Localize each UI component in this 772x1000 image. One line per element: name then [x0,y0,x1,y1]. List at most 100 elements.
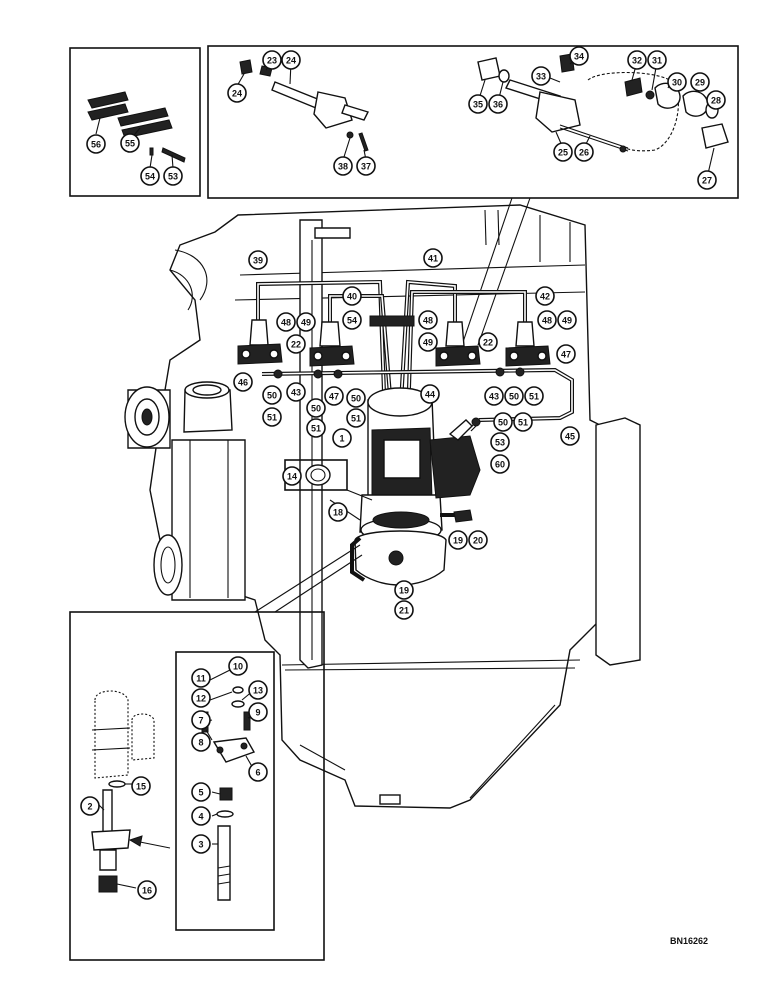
callout-circle [356,156,376,176]
injector-cyl-4 [505,321,551,367]
callout-number: 21 [399,606,409,616]
callout-number: 6 [255,768,260,778]
callout-circle [488,94,508,114]
callout-number: 53 [168,172,178,182]
callout-c51b: 51 [262,407,282,427]
callout-c25: 25 [553,142,573,162]
callout-circle [490,454,510,474]
callout-circle [342,310,362,330]
callout-number: 45 [565,432,575,442]
callout-number: 8 [198,738,203,748]
callout-number: 22 [291,340,301,350]
callout-number: 25 [558,148,568,158]
callout-circle [560,426,580,446]
callout-number: 42 [540,292,550,302]
callout-circle [140,166,160,186]
callout-number: 51 [351,414,361,424]
callout-c2: 2 [80,796,100,816]
injection-pump [329,387,481,586]
callout-number: 38 [338,162,348,172]
callout-number: 39 [253,256,263,266]
injector-cyl-3 [435,321,481,367]
callout-circle [556,344,576,364]
callout-number: 49 [301,318,311,328]
callout-number: 55 [125,139,135,149]
callout-circle [191,782,211,802]
callout-number: 48 [423,316,433,326]
callout-c11: 11 [191,668,211,688]
callout-circle [557,310,577,330]
injector-cyl-2 [309,321,355,367]
callout-circle [346,388,366,408]
callout-c23: 23 [262,50,282,70]
callout-circle [191,668,211,688]
callout-circle [537,310,557,330]
callout-circle [80,796,100,816]
callout-c26: 26 [574,142,594,162]
callout-number: 23 [267,56,277,66]
callout-number: 49 [562,316,572,326]
callout-circle [647,50,667,70]
callout-c53: 53 [163,166,183,186]
callout-number: 37 [361,162,371,172]
callout-circle [191,834,211,854]
callout-c43a: 43 [286,382,306,402]
callout-c7: 7 [191,710,211,730]
callout-c45: 45 [560,426,580,446]
callout-circle [697,170,717,190]
callout-number: 56 [91,140,101,150]
callout-number: 50 [509,392,519,402]
callout-circle [627,50,647,70]
callout-circle [394,580,414,600]
callout-number: 53 [495,438,505,448]
callout-c5: 5 [191,782,211,802]
callout-c54a: 54 [140,166,160,186]
callout-c6: 6 [248,762,268,782]
callout-circle [328,502,348,522]
callout-c46: 46 [233,372,253,392]
callout-circle [423,248,443,268]
callout-circle [513,412,533,432]
callout-circle [490,432,510,452]
callout-c29: 29 [690,72,710,92]
callout-circle [262,385,282,405]
callout-number: 33 [536,72,546,82]
callout-c48a: 48 [276,312,296,332]
callout-c15: 15 [131,776,151,796]
callout-number: 50 [311,404,321,414]
callout-circle [524,386,544,406]
callout-circle [478,332,498,352]
callout-circle [306,398,326,418]
callout-number: 41 [428,254,438,264]
callout-circle [286,334,306,354]
callout-c22a: 22 [286,334,306,354]
callout-circle [468,94,488,114]
callout-number: 51 [518,418,528,428]
callout-c49c: 49 [418,332,438,352]
callout-c40: 40 [342,286,362,306]
callout-number: 43 [489,392,499,402]
callout-number: 7 [198,716,203,726]
callout-number: 54 [347,316,357,326]
callout-c47b: 47 [324,386,344,406]
callout-circle [131,776,151,796]
callout-c47a: 47 [556,344,576,364]
callout-number: 28 [711,96,721,106]
callout-circle [233,372,253,392]
callout-number: 40 [347,292,357,302]
callout-circle [493,412,513,432]
callout-circle [553,142,573,162]
callout-number: 9 [255,708,260,718]
injector-cyl-1 [237,319,283,365]
callout-c49a: 49 [296,312,316,332]
callout-c44: 44 [420,384,440,404]
callout-circle [227,83,247,103]
callout-circle [324,386,344,406]
callout-number: 11 [196,674,206,684]
callout-number: 3 [198,840,203,850]
callout-number: 60 [495,460,505,470]
callout-circle [420,384,440,404]
callout-c22b: 22 [478,332,498,352]
callout-c51e: 51 [513,412,533,432]
